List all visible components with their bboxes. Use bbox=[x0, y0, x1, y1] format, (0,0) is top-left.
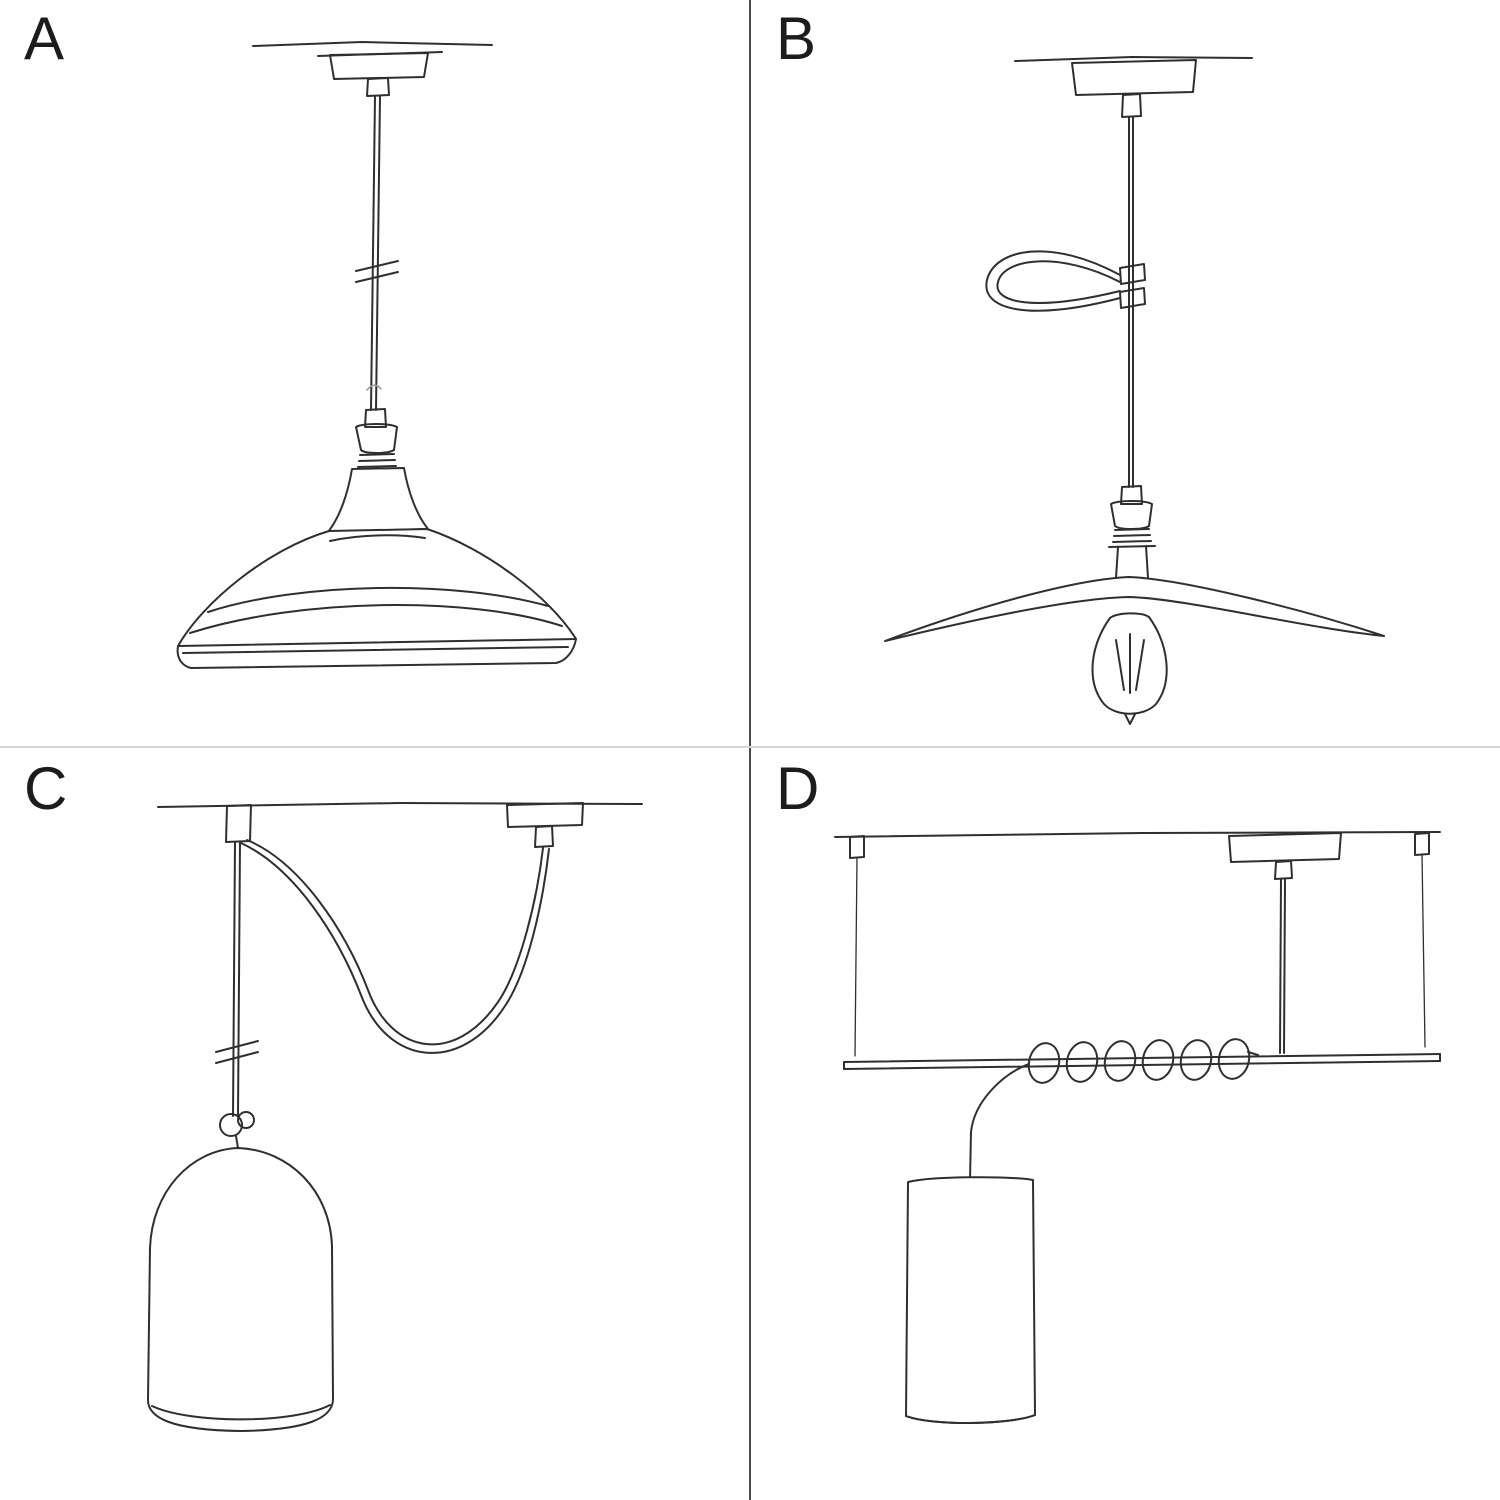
horizontal-divider bbox=[0, 746, 1500, 748]
panel-option-b: B bbox=[752, 0, 1500, 744]
panel-a-label: A bbox=[24, 5, 66, 72]
panel-b-label: B bbox=[776, 5, 818, 72]
panel-d-label: D bbox=[776, 755, 821, 822]
panel-c-label: C bbox=[24, 755, 69, 822]
pendant-flat-shade-bulb-sketch bbox=[884, 56, 1385, 725]
panel-option-a: A bbox=[0, 0, 748, 744]
bar-suspension-tube-shade-sketch bbox=[834, 831, 1441, 1424]
vertical-divider bbox=[749, 0, 751, 1500]
panel-option-d: D bbox=[752, 750, 1500, 1494]
swag-pendant-bell-shade-sketch bbox=[147, 802, 643, 1432]
pendant-bowl-shade-sketch bbox=[176, 41, 577, 669]
panel-option-c: C bbox=[0, 750, 748, 1494]
